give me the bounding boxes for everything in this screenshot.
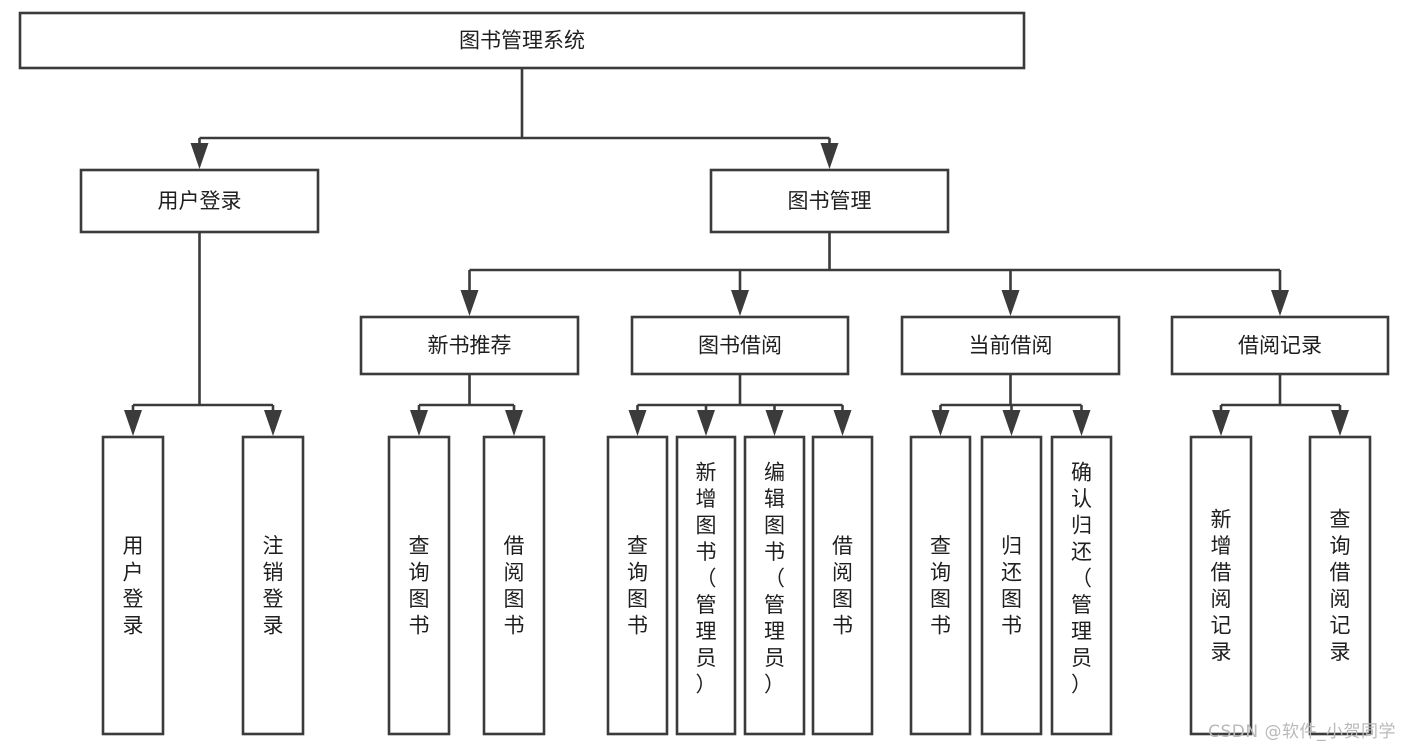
arrow-head-leaf-borrow-query xyxy=(628,410,647,436)
arrow-head-leaf-new-borrow xyxy=(505,410,523,436)
node-box-leaf-borrow-query[interactable] xyxy=(606,435,669,736)
node-label-leaf-current-return: 归还图书 xyxy=(1001,534,1022,638)
node-box-bookmgmt[interactable] xyxy=(709,168,950,234)
connector-group-root xyxy=(190,68,839,169)
node-box-leaf-record-query[interactable] xyxy=(1308,435,1372,736)
node-box-leaf-current-return[interactable] xyxy=(980,435,1043,736)
node-box-root[interactable] xyxy=(18,11,1026,70)
node-leaf-new-borrow[interactable]: 借阅图书 xyxy=(482,435,546,736)
node-root[interactable]: 图书管理系统 xyxy=(18,11,1026,70)
node-box-leaf-user-logout[interactable] xyxy=(241,435,305,736)
node-label-leaf-user-logout: 注销登录 xyxy=(263,534,284,638)
node-label-current: 当前借阅 xyxy=(969,334,1053,358)
arrow-head-leaf-user-login xyxy=(124,410,142,436)
node-label-leaf-borrow-query: 查询图书 xyxy=(627,534,648,638)
node-box-leaf-current-confirm[interactable] xyxy=(1050,435,1113,736)
arrow-head-leaf-current-confirm xyxy=(1072,410,1091,436)
arrow-head-leaf-new-query xyxy=(410,410,428,436)
node-leaf-current-return[interactable]: 归还图书 xyxy=(980,435,1043,736)
arrow-head-login xyxy=(190,143,209,169)
node-newbook[interactable]: 新书推荐 xyxy=(359,315,580,376)
node-box-leaf-new-borrow[interactable] xyxy=(482,435,546,736)
node-label-leaf-new-query: 查询图书 xyxy=(409,534,430,638)
arrow-head-leaf-borrow-edit xyxy=(765,410,784,436)
node-box-login[interactable] xyxy=(79,168,320,234)
arrow-head-leaf-record-add xyxy=(1212,410,1230,436)
node-label-borrow: 图书借阅 xyxy=(698,334,782,358)
node-label-leaf-record-query: 查询借阅记录 xyxy=(1330,508,1351,665)
node-label-newbook: 新书推荐 xyxy=(428,334,512,358)
node-layer: 图书管理系统用户登录图书管理新书推荐图书借阅当前借阅借阅记录用户登录注销登录查询… xyxy=(18,11,1390,736)
connector-group-bookmgmt xyxy=(460,232,1289,316)
node-leaf-borrow-add[interactable]: 新增图书（管理员） xyxy=(675,435,737,736)
arrow-head-leaf-current-query xyxy=(931,410,950,436)
node-leaf-current-query[interactable]: 查询图书 xyxy=(909,435,972,736)
node-current[interactable]: 当前借阅 xyxy=(900,315,1121,376)
node-leaf-current-confirm[interactable]: 确认归还（管理员） xyxy=(1050,435,1113,736)
node-label-records: 借阅记录 xyxy=(1238,334,1322,358)
node-records[interactable]: 借阅记录 xyxy=(1170,315,1390,376)
arrow-head-leaf-borrow-add xyxy=(697,410,715,436)
watermark-label: CSDN @软件_小贺同学 xyxy=(1208,722,1396,742)
node-box-borrow[interactable] xyxy=(630,315,850,376)
arrow-head-bookmgmt xyxy=(820,143,839,169)
connector-group-current xyxy=(931,374,1091,436)
arrow-head-leaf-record-query xyxy=(1331,410,1349,436)
node-bookmgmt[interactable]: 图书管理 xyxy=(709,168,950,234)
node-label-leaf-user-login: 用户登录 xyxy=(123,534,144,638)
node-label-bookmgmt: 图书管理 xyxy=(788,189,872,213)
connector-group-newbook xyxy=(410,374,523,436)
node-login[interactable]: 用户登录 xyxy=(79,168,320,234)
node-box-leaf-borrow-add[interactable] xyxy=(675,435,737,736)
node-box-leaf-user-login[interactable] xyxy=(101,435,165,736)
node-leaf-borrow-edit[interactable]: 编辑图书（管理员） xyxy=(743,435,806,736)
node-leaf-borrow-query[interactable]: 查询图书 xyxy=(606,435,669,736)
arrow-head-borrow xyxy=(731,290,749,316)
arrow-head-current xyxy=(1001,290,1020,316)
connector-group-records xyxy=(1212,374,1349,436)
node-label-root: 图书管理系统 xyxy=(459,29,585,53)
node-label-login: 用户登录 xyxy=(158,189,242,213)
node-leaf-user-login[interactable]: 用户登录 xyxy=(101,435,165,736)
node-leaf-borrow-lend[interactable]: 借阅图书 xyxy=(811,435,874,736)
node-box-leaf-borrow-lend[interactable] xyxy=(811,435,874,736)
node-leaf-new-query[interactable]: 查询图书 xyxy=(387,435,451,736)
node-box-newbook[interactable] xyxy=(359,315,580,376)
node-label-leaf-borrow-add: 新增图书（管理员） xyxy=(696,461,717,697)
node-box-leaf-record-add[interactable] xyxy=(1189,435,1253,736)
node-borrow[interactable]: 图书借阅 xyxy=(630,315,850,376)
node-label-leaf-borrow-edit: 编辑图书（管理员） xyxy=(764,461,785,697)
node-leaf-record-query[interactable]: 查询借阅记录 xyxy=(1308,435,1372,736)
arrow-head-newbook xyxy=(460,290,479,316)
node-box-current[interactable] xyxy=(900,315,1121,376)
node-box-leaf-borrow-edit[interactable] xyxy=(743,435,806,736)
arrow-head-records xyxy=(1271,290,1289,316)
node-label-leaf-current-confirm: 确认归还（管理员） xyxy=(1071,461,1092,697)
node-leaf-user-logout[interactable]: 注销登录 xyxy=(241,435,305,736)
node-label-leaf-record-add: 新增借阅记录 xyxy=(1211,508,1232,665)
node-label-leaf-new-borrow: 借阅图书 xyxy=(504,534,525,638)
node-label-leaf-current-query: 查询图书 xyxy=(930,534,951,638)
node-leaf-record-add[interactable]: 新增借阅记录 xyxy=(1189,435,1253,736)
connector-layer xyxy=(124,68,1349,436)
node-label-leaf-borrow-lend: 借阅图书 xyxy=(832,534,853,638)
node-box-records[interactable] xyxy=(1170,315,1390,376)
connector-group-borrow xyxy=(628,374,852,436)
node-box-leaf-new-query[interactable] xyxy=(387,435,451,736)
arrow-head-leaf-borrow-lend xyxy=(833,410,852,436)
arrow-head-leaf-current-return xyxy=(1002,410,1021,436)
node-box-leaf-current-query[interactable] xyxy=(909,435,972,736)
arrow-head-leaf-user-logout xyxy=(264,410,282,436)
connector-group-login xyxy=(124,232,282,436)
